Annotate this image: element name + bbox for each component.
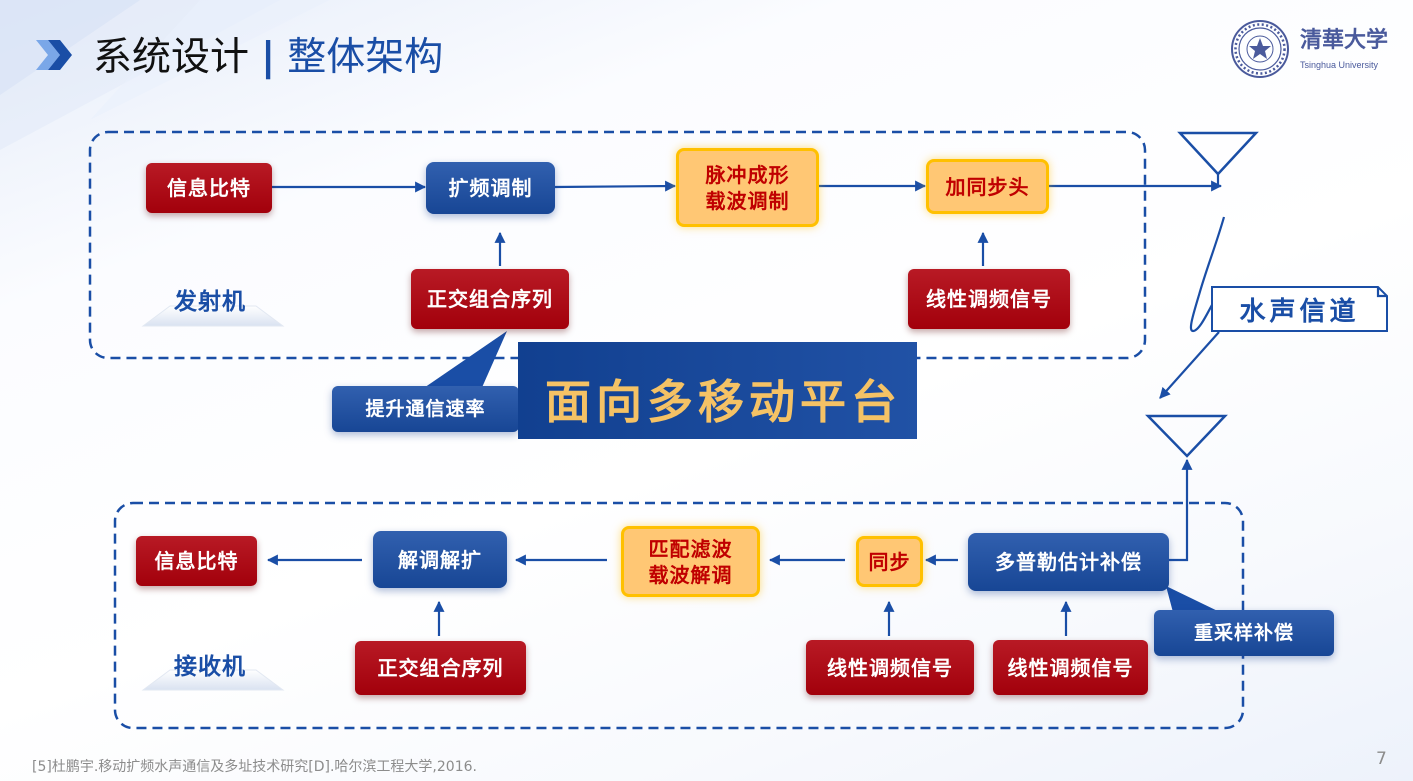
block-label: 线性调频信号 <box>1007 655 1134 680</box>
title-main: 系统设计 <box>93 35 250 80</box>
tx-pulse-shaping-carrier-block: 脉冲成形 载波调制 <box>676 148 819 227</box>
rx-lfm-signal-block-2: 线性调频信号 <box>993 640 1148 695</box>
rx-info-bits-block: 信息比特 <box>136 536 257 586</box>
page-number: 7 <box>1376 749 1387 769</box>
transmitter-label-stage <box>141 305 285 327</box>
tx-spread-modulation-block: 扩频调制 <box>426 162 555 214</box>
transmitter-label: 发射机 <box>174 289 246 315</box>
antenna-icon <box>1177 131 1259 176</box>
block-label: 多普勒估计补偿 <box>995 550 1142 574</box>
arrow-channel-to-receiver <box>1159 331 1220 399</box>
chevron-right-icon <box>36 40 72 70</box>
tx-add-sync-header-block: 加同步头 <box>926 159 1049 214</box>
channel-box-fold <box>1376 287 1387 298</box>
rx-doppler-compensation-block: 多普勒估计补偿 <box>968 533 1169 591</box>
antenna-icon <box>1145 414 1228 458</box>
block-label-line-1: 脉冲成形 <box>705 162 790 187</box>
slide-title: 系统设计|整体架构 <box>93 33 443 83</box>
bg-stripe-2 <box>0 0 140 95</box>
block-label: 加同步头 <box>945 174 1030 199</box>
block-label: 正交组合序列 <box>427 287 553 311</box>
channel-box-frame <box>1211 286 1388 332</box>
block-label-line-1: 匹配滤波 <box>648 536 733 561</box>
arrow-doppler-to-antenna <box>1169 458 1193 562</box>
block-label: 线性调频信号 <box>827 655 953 680</box>
block-label-line-2: 载波调制 <box>705 188 790 213</box>
callout-text: 重采样补偿 <box>1193 622 1294 644</box>
callout-tail-resample <box>1166 586 1228 616</box>
tx-info-bits-block: 信息比特 <box>146 163 272 213</box>
underwater-channel-label: 水声信道 <box>1239 297 1360 327</box>
tx-lfm-signal-block: 线性调频信号 <box>908 269 1070 329</box>
block-label-line-2: 载波解调 <box>648 562 733 587</box>
reference-citation: [5]杜鹏宇.移动扩频水声通信及多址技术研究[D].哈尔滨工程大学,2016. <box>32 759 477 775</box>
block-label: 解调解扩 <box>398 547 482 572</box>
resampling-compensation-callout: 重采样补偿 <box>1154 610 1334 656</box>
arrow-spread-to-pulse <box>554 180 677 192</box>
rx-lfm-signal-block-1: 线性调频信号 <box>806 640 974 695</box>
tx-orthogonal-sequence-block: 正交组合序列 <box>411 269 569 329</box>
block-label: 正交组合序列 <box>377 656 504 680</box>
wave-line-icon <box>1189 216 1226 333</box>
tsinghua-seal-icon <box>1231 20 1289 78</box>
rx-demod-despread-block: 解调解扩 <box>373 531 507 588</box>
logo-name-en: Tsinghua University <box>1300 60 1379 70</box>
block-label: 信息比特 <box>154 549 239 573</box>
block-label: 线性调频信号 <box>926 287 1052 311</box>
callout-text: 提升通信速率 <box>365 398 486 420</box>
receiver-label: 接收机 <box>174 654 246 680</box>
university-logo: 清華大学 Tsinghua University <box>1230 19 1390 81</box>
topic-banner: 面向多移动平台 <box>518 342 917 439</box>
banner-text: 面向多移动平台 <box>545 375 902 429</box>
block-label: 信息比特 <box>167 176 251 200</box>
bg-stripe-3 <box>90 0 330 120</box>
rate-improvement-callout: 提升通信速率 <box>332 386 519 432</box>
rx-sync-block: 同步 <box>856 536 923 587</box>
title-separator: | <box>261 35 276 80</box>
block-label: 同步 <box>868 549 911 574</box>
logo-name-cn: 清華大学 <box>1300 27 1389 53</box>
transmitter-dashed-frame <box>88 130 1147 360</box>
receiver-label-stage <box>141 669 285 691</box>
rx-orthogonal-sequence-block: 正交组合序列 <box>355 641 526 695</box>
title-sub: 整体架构 <box>287 35 444 80</box>
rx-matched-filter-carrier-block: 匹配滤波 载波解调 <box>621 526 760 597</box>
receiver-dashed-frame <box>113 501 1245 730</box>
block-label: 扩频调制 <box>448 176 533 200</box>
callout-tail-rate <box>418 331 507 392</box>
